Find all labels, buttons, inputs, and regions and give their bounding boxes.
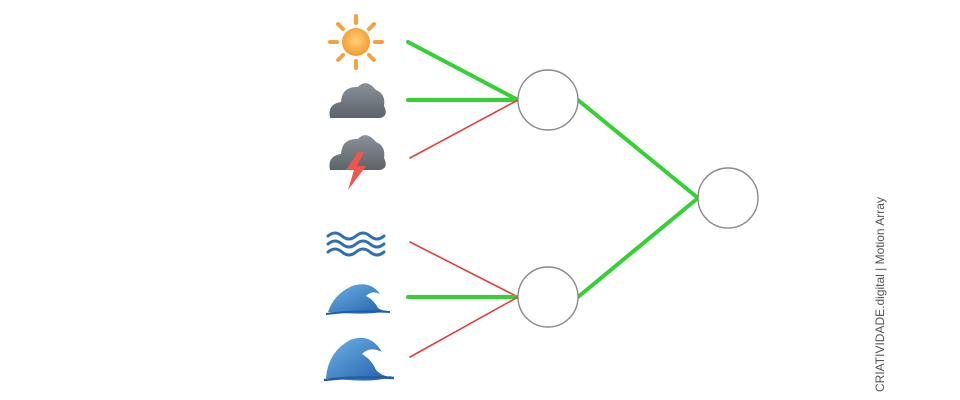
edge-storm-hidden-top <box>409 99 519 159</box>
hidden-node-bottom <box>517 266 579 328</box>
edge-hidden-top-output <box>576 98 700 200</box>
big-wave-icon <box>323 337 395 382</box>
sun-icon <box>328 14 384 70</box>
edge-sun-hidden-top <box>406 40 520 102</box>
wave-icon <box>325 284 391 315</box>
cloud-icon <box>329 83 386 118</box>
calm-water-icon <box>326 231 386 257</box>
credit-text: CRIATIVIDADE.digital | Motion Array <box>873 197 887 392</box>
hidden-node-top <box>517 69 579 131</box>
edges <box>406 40 700 358</box>
nodes <box>517 69 759 328</box>
output-node <box>697 167 759 229</box>
storm-cloud-icon <box>329 135 386 190</box>
edge-hidden-bottom-output <box>576 196 700 299</box>
edge-calm-water-hidden-bottom <box>409 241 519 298</box>
lightning-icon <box>346 152 366 190</box>
edge-big-wave-hidden-bottom <box>409 296 519 358</box>
